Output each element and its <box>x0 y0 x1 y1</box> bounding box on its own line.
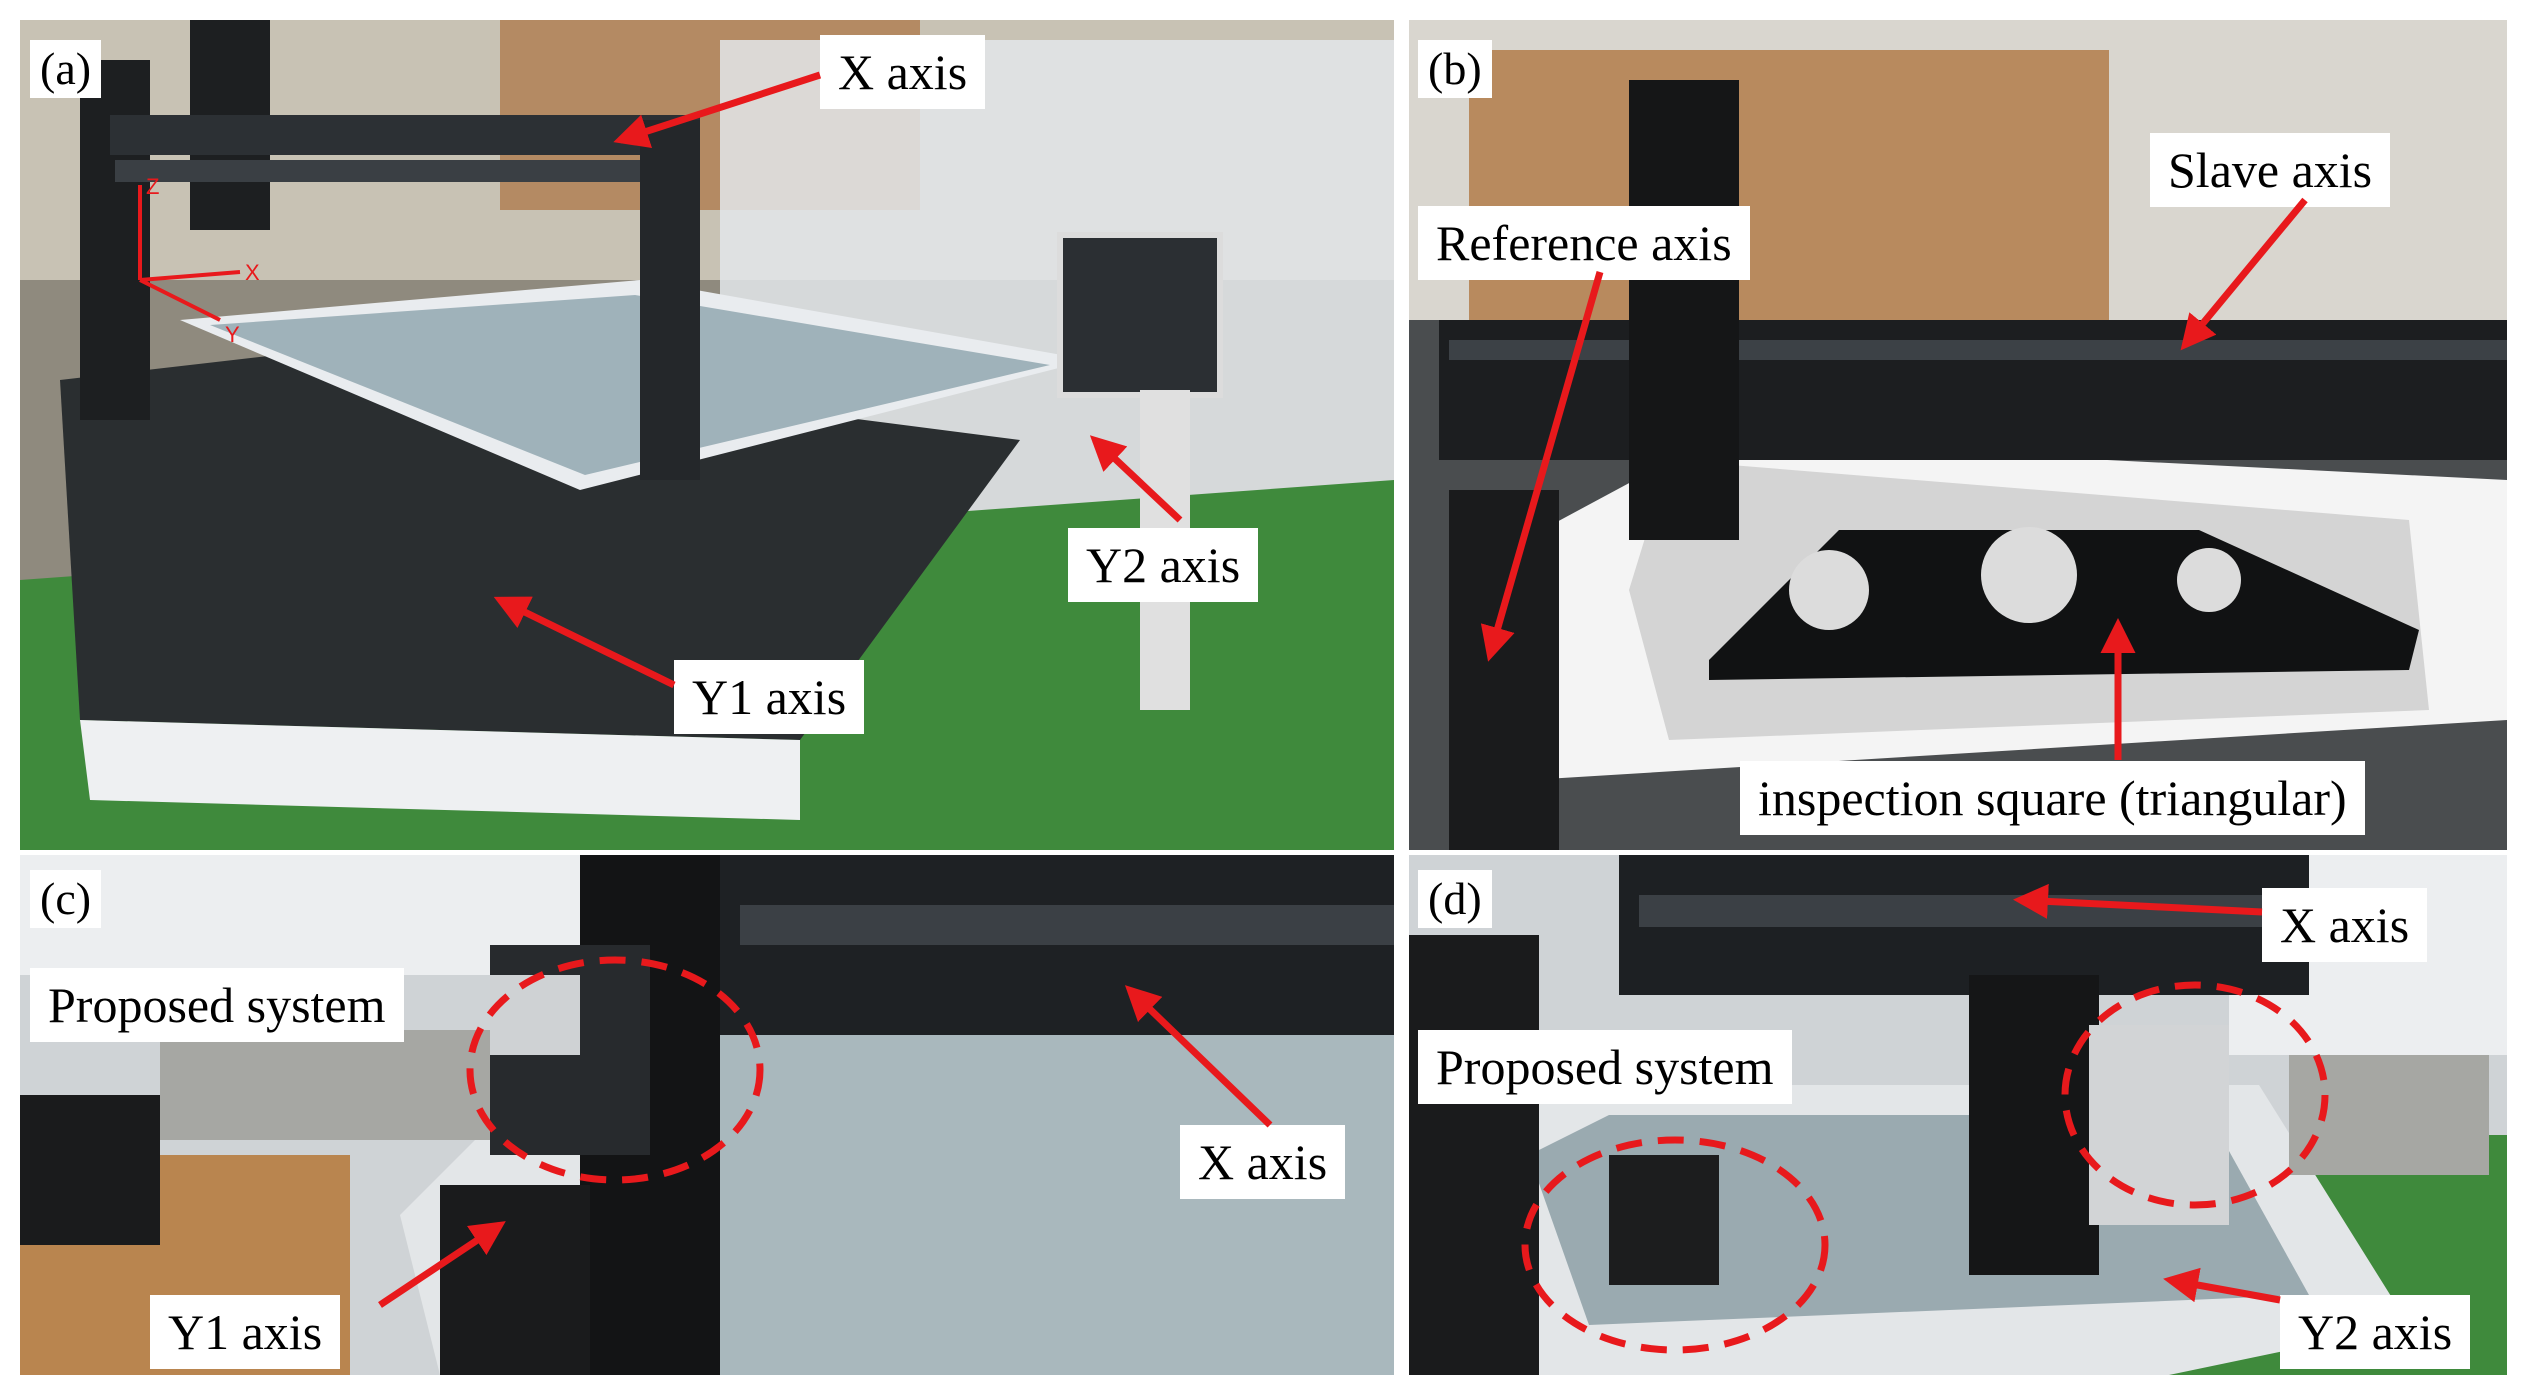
label-c-proposed-system: Proposed system <box>30 968 404 1042</box>
label-b-inspection-square: inspection square (triangular) <box>1740 761 2365 835</box>
label-a-x-axis: X axis <box>820 35 986 109</box>
label-b-reference-axis: Reference axis <box>1418 206 1750 280</box>
photo-reference-slave-axes <box>1409 20 2507 850</box>
panel-letter-d: (d) <box>1418 870 1492 928</box>
panel-letter-a: (a) <box>30 40 102 98</box>
label-b-slave-axis: Slave axis <box>2150 133 2391 207</box>
panel-b <box>1409 20 2507 850</box>
label-d-y2-axis: Y2 axis <box>2280 1295 2471 1369</box>
panel-a <box>20 20 1394 850</box>
photo-gantry-machine <box>20 20 1394 850</box>
panel-letter-c: (c) <box>30 870 102 928</box>
label-c-x-axis: X axis <box>1180 1125 1346 1199</box>
label-c-y1-axis: Y1 axis <box>150 1295 341 1369</box>
label-d-x-axis: X axis <box>2262 888 2428 962</box>
label-a-y2-axis: Y2 axis <box>1068 528 1259 602</box>
label-a-y1-axis: Y1 axis <box>674 660 865 734</box>
label-d-proposed-system: Proposed system <box>1418 1030 1792 1104</box>
panel-letter-b: (b) <box>1418 40 1492 98</box>
